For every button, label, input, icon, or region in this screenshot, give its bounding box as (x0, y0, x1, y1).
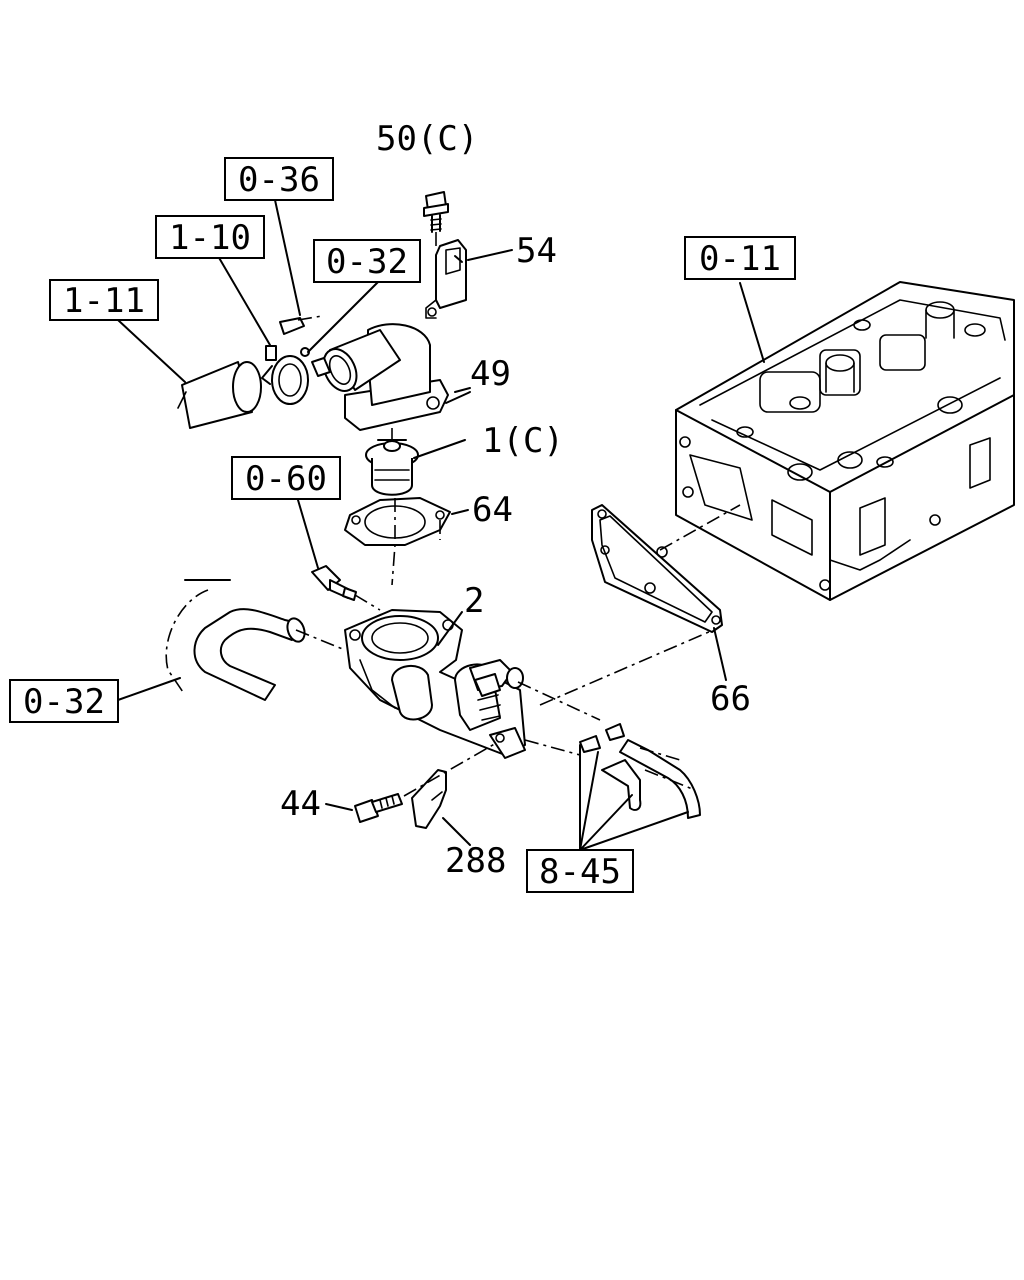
ref-label-0-32-upper: 0-32 (326, 242, 408, 282)
part-label-66: 66 (710, 679, 751, 719)
thermostat-housing (300, 323, 449, 431)
pipes-8-45 (579, 723, 701, 819)
ref-label-0-11: 0-11 (699, 239, 781, 279)
part-label-2: 2 (464, 581, 484, 621)
sensor (311, 565, 357, 601)
cylinder-head (675, 281, 1015, 601)
ref-box-0-32-upper: 0-32 (313, 239, 421, 283)
clip-288 (411, 769, 447, 829)
hose-0-32-lower (165, 579, 306, 701)
ref-label-0-32-lower: 0-32 (23, 682, 105, 722)
ref-label-0-36: 0-36 (238, 160, 320, 200)
ref-box-8-45: 8-45 (526, 849, 634, 893)
ref-label-1-11: 1-11 (63, 281, 145, 321)
part-label-44: 44 (280, 784, 321, 824)
center-lines (295, 232, 741, 797)
bolt-50 (423, 191, 449, 233)
thermostat (365, 439, 419, 496)
part-label-1: 1(C) (482, 421, 564, 461)
ref-label-8-45: 8-45 (539, 852, 621, 892)
part-label-54: 54 (516, 231, 557, 271)
small-hose-0-36 (279, 317, 305, 335)
part-label-288: 288 (445, 841, 506, 881)
part-label-50: 50(C) (376, 119, 478, 159)
part-label-49: 49 (470, 354, 511, 394)
ref-label-1-10: 1-10 (169, 218, 251, 258)
ref-box-1-10: 1-10 (155, 215, 265, 259)
ref-box-0-36: 0-36 (224, 157, 334, 201)
water-outlet-body (344, 609, 526, 759)
leader-lines (117, 199, 765, 851)
hose-clamp (261, 345, 309, 405)
gasket-64 (344, 497, 451, 546)
ref-box-0-60: 0-60 (231, 456, 341, 500)
ref-label-0-60: 0-60 (245, 459, 327, 499)
bracket-54 (425, 239, 467, 319)
part-label-64: 64 (472, 490, 513, 530)
ref-box-1-11: 1-11 (49, 279, 159, 321)
bolt-44 (354, 793, 403, 823)
ref-box-0-32-lower: 0-32 (9, 679, 119, 723)
ref-box-0-11: 0-11 (684, 236, 796, 280)
hose-1-11 (177, 361, 262, 429)
